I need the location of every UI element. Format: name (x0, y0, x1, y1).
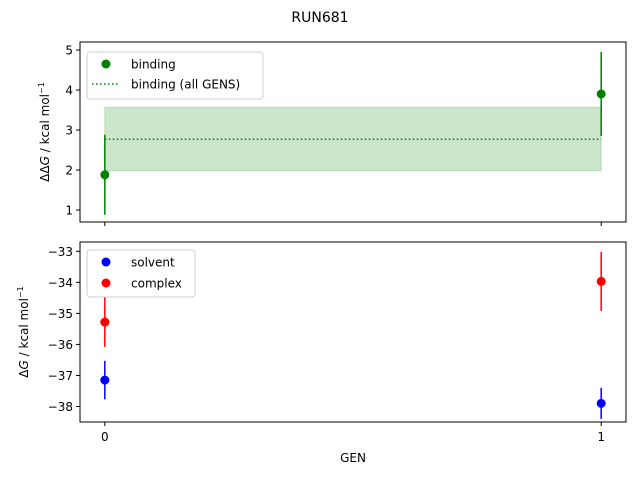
solvent-point (596, 398, 606, 408)
bottom-y-tick-label: −36 (48, 338, 73, 352)
x-tick-label-0: 0 (101, 430, 109, 444)
bottom-y-tick-label: −37 (48, 369, 73, 383)
top-x-ticks (104, 222, 602, 226)
top-axes-frame (79, 41, 627, 223)
chart-title: RUN681 (291, 10, 348, 26)
legend-marker-binding (101, 59, 111, 69)
top-y-ticks: 1 2 3 4 5 (65, 44, 80, 218)
top-data-layer (100, 52, 606, 215)
bottom-data-layer (100, 251, 606, 419)
binding-point (100, 170, 110, 180)
top-panel: 1 2 3 4 5 ΔΔG / kcal mol−1 binding binding (… (37, 41, 627, 226)
binding-point (596, 89, 606, 99)
top-y-axis-label: ΔΔG / kcal mol−1 (37, 82, 52, 182)
bottom-y-axis-label: ΔG / kcal mol−1 (16, 286, 31, 377)
complex-point (100, 317, 110, 327)
solvent-point (100, 375, 110, 385)
legend-label-binding: binding (131, 58, 176, 72)
legend-label-solvent: solvent (131, 256, 175, 270)
top-y-tick-label: 2 (65, 164, 73, 178)
top-y-tick-label: 1 (65, 204, 73, 218)
bottom-y-tick-label: −35 (48, 307, 73, 321)
legend-marker-complex (101, 278, 111, 288)
top-legend-box (86, 51, 264, 100)
legend-marker-solvent (101, 257, 111, 267)
bottom-y-tick-label: −38 (48, 400, 73, 414)
legend-label-binding-all-gens: binding (all GENS) (131, 78, 240, 92)
bottom-y-ticks: −38 −37 −36 −35 −34 −33 (48, 245, 80, 414)
x-tick-label-1: 1 (597, 430, 605, 444)
complex-point (596, 276, 606, 286)
top-legend: binding binding (all GENS) (86, 51, 264, 100)
bottom-x-ticks: 0 1 (101, 422, 605, 444)
bottom-axes-frame (79, 241, 627, 423)
bottom-panel: −38 −37 −36 −35 −34 −33 0 1 GEN ΔG / kcal mol… (16, 241, 627, 465)
bottom-legend: solvent complex (86, 249, 196, 298)
top-y-tick-label: 5 (65, 44, 73, 58)
legend-label-complex: complex (131, 277, 182, 291)
top-y-tick-label: 4 (65, 84, 73, 98)
top-mean-band-layer (104, 106, 602, 172)
top-y-tick-label: 3 (65, 124, 73, 138)
bottom-y-tick-label: −34 (48, 276, 73, 290)
bottom-legend-box (86, 249, 196, 298)
bottom-y-tick-label: −33 (48, 245, 73, 259)
x-axis-label: GEN (340, 451, 366, 465)
